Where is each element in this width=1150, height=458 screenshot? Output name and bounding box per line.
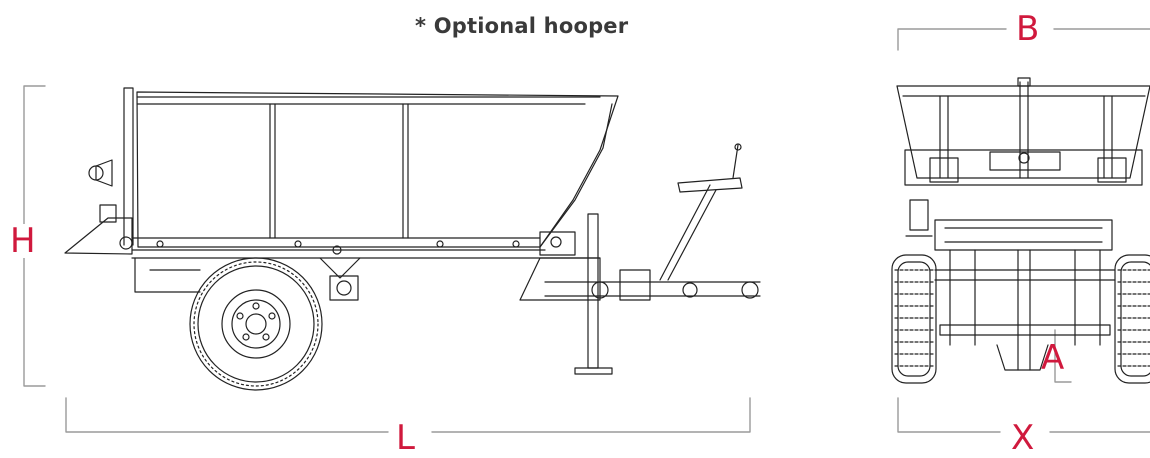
side-wheel-tire [189,257,323,391]
spinner-frame [934,219,1113,251]
hopper-rib [269,103,276,239]
width-label: B [1012,12,1044,46]
optional-hopper-note: * Optional hooper [415,14,629,38]
height-label: H [6,224,40,258]
track-dimension-line [897,397,1150,433]
drawbar [544,281,761,297]
rear-light [95,159,113,187]
rear-lamp [99,204,117,223]
hopper-body [136,91,619,248]
drawbar-frame [519,257,601,301]
rear-post [123,87,134,246]
dimension-lines [23,28,1150,433]
rear-right-light [1097,157,1127,183]
rear-view [891,77,1150,384]
track-label: X [1007,421,1039,455]
control-lever [659,184,717,281]
width-dimension-line [897,28,1150,51]
parking-jack [587,213,599,369]
hopper-rib [402,103,409,239]
hitch-eye [741,281,759,299]
clearance-dimension-line [1054,329,1072,383]
side-wheel-hub [231,299,281,349]
gearbox [329,275,359,301]
length-dimension-line [65,397,751,433]
rear-hopper [896,85,1150,179]
rear-left-light [929,157,959,183]
side-view [64,87,761,391]
rear-axle [934,269,1116,281]
rear-right-tire [1114,254,1150,384]
drive-box [539,231,576,256]
rear-left-tire [891,254,937,384]
chassis [134,257,201,293]
length-label: L [392,421,419,455]
clearance-label: A [1041,338,1065,378]
rear-deflector [64,217,133,255]
center-post [1017,77,1031,179]
